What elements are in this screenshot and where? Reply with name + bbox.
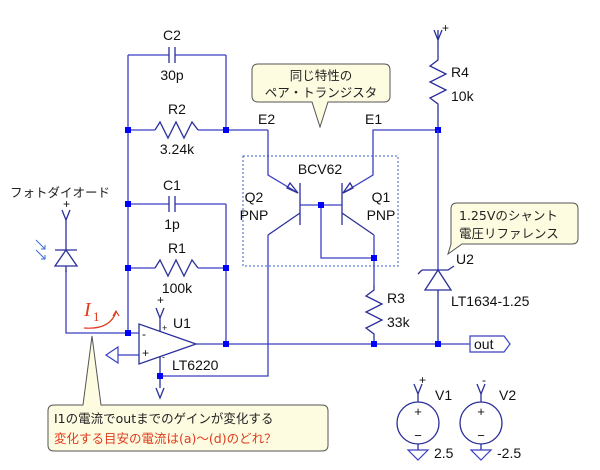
callout-shunt-line1: 1.25Vのシャント — [459, 208, 558, 223]
feedback-network — [127, 54, 268, 344]
c1-name: C1 — [163, 177, 181, 193]
opamp-u1[interactable]: - + — [138, 323, 198, 365]
svg-text:+: + — [414, 404, 422, 419]
node — [125, 201, 131, 207]
node — [223, 265, 229, 271]
svg-text:+: + — [63, 197, 70, 211]
u2-name: U2 — [456, 251, 474, 267]
vminus-symbol-u1 — [155, 387, 165, 400]
svg-text:−: − — [414, 428, 422, 443]
r1-value: 100k — [162, 280, 193, 296]
photodiode-label: フォトダイオード — [10, 185, 110, 200]
node — [157, 373, 163, 379]
c2-value: 30p — [160, 67, 184, 83]
transistor-q1[interactable] — [341, 181, 375, 236]
resistor-r3[interactable] — [364, 285, 384, 344]
node — [435, 341, 441, 347]
node — [125, 330, 131, 336]
callout-question: I1の電流でoutまでのゲインが変化する 変化する目安の電流は(a)〜(d)のど… — [47, 335, 329, 452]
current-i1-indicator: I 1 — [83, 299, 120, 329]
u1-pin-plus: + — [162, 323, 167, 333]
bcv62-label: BCV62 — [298, 161, 343, 177]
voltage-source-v1[interactable]: + + − — [396, 373, 440, 461]
wire-photodiode-inverting — [65, 270, 139, 334]
vplus-sign: + — [442, 21, 449, 35]
photodiode[interactable] — [53, 248, 79, 272]
node — [223, 341, 229, 347]
bcv62-package-box — [242, 155, 399, 267]
v1-name: V1 — [435, 387, 452, 403]
wire-base-collector — [320, 205, 374, 259]
node — [125, 127, 131, 133]
u1-pin-minus: - — [162, 352, 165, 362]
question-line2: 変化する目安の電流は(a)〜(d)のどれ？ — [54, 431, 277, 446]
q1-name: Q1 — [372, 189, 391, 205]
svg-text:+: + — [419, 373, 426, 387]
svg-text:-: - — [482, 373, 486, 387]
u1-vplus-sign: + — [157, 293, 164, 307]
node — [223, 127, 229, 133]
callout-pair-transistor: 同じ特性の ペア・トランジスタ — [251, 63, 391, 129]
capacitor-c1[interactable] — [168, 196, 176, 212]
voltage-source-v2[interactable]: - + − — [459, 373, 503, 461]
c1-value: 1p — [164, 216, 180, 232]
node — [125, 265, 131, 271]
vplus-symbol-r4: + — [433, 21, 449, 46]
vplus-symbol-u1 — [155, 307, 165, 320]
c2-name: C2 — [163, 27, 181, 43]
svg-text:−: − — [477, 428, 485, 443]
q2-type: PNP — [240, 207, 269, 223]
u1-name: U1 — [173, 315, 191, 331]
v1-value: 2.5 — [434, 445, 454, 461]
opamp-plus: + — [142, 346, 149, 360]
node — [371, 255, 377, 261]
out-port-label: out — [474, 336, 494, 352]
current-subscript: 1 — [93, 309, 100, 324]
r2-value: 3.24k — [160, 141, 195, 157]
q1-type: PNP — [367, 207, 396, 223]
svg-text:+: + — [477, 404, 485, 419]
transistor-q2[interactable] — [267, 181, 301, 236]
opamp-minus: - — [142, 327, 146, 341]
u1-part: LT6220 — [172, 357, 219, 373]
callout-pair-line2: ペア・トランジスタ — [265, 85, 378, 100]
wire-q2-collector — [160, 235, 269, 377]
current-arrow-icon — [83, 311, 117, 329]
question-line1: I1の電流でoutまでのゲインが変化する — [54, 411, 273, 426]
u2-part: LT1634-1.25 — [451, 293, 530, 309]
q2-name: Q2 — [245, 189, 264, 205]
ground-icon — [104, 345, 119, 365]
net-port-out[interactable]: out — [469, 335, 511, 353]
node — [318, 202, 324, 208]
v2-name: V2 — [499, 387, 516, 403]
resistor-r1[interactable] — [154, 258, 199, 278]
v2-value: -2.5 — [497, 445, 521, 461]
net-label-e2: E2 — [258, 111, 275, 127]
r2-name: R2 — [168, 101, 186, 117]
callout-shunt-line2: 電圧リファレンス — [459, 226, 559, 241]
wire-q1-emitter — [342, 129, 438, 194]
node — [371, 341, 377, 347]
vplus-symbol-photodiode: + — [61, 197, 71, 222]
resistor-r2[interactable] — [154, 120, 199, 140]
r3-value: 33k — [387, 314, 411, 330]
zener-u2[interactable] — [417, 265, 455, 344]
wire-q2-emitter — [267, 130, 299, 194]
r1-name: R1 — [168, 240, 186, 256]
callout-pair-line1: 同じ特性の — [290, 68, 353, 83]
capacitor-c2[interactable] — [168, 47, 176, 63]
current-label: I — [83, 299, 92, 321]
resistor-r4[interactable] — [428, 46, 448, 130]
r4-name: R4 — [451, 64, 469, 80]
light-arrows-icon — [35, 239, 46, 260]
r3-name: R3 — [387, 290, 405, 306]
r4-value: 10k — [451, 88, 475, 104]
callout-shunt-reference: 1.25Vのシャント 電圧リファレンス — [447, 202, 579, 256]
net-label-e1: E1 — [365, 111, 382, 127]
